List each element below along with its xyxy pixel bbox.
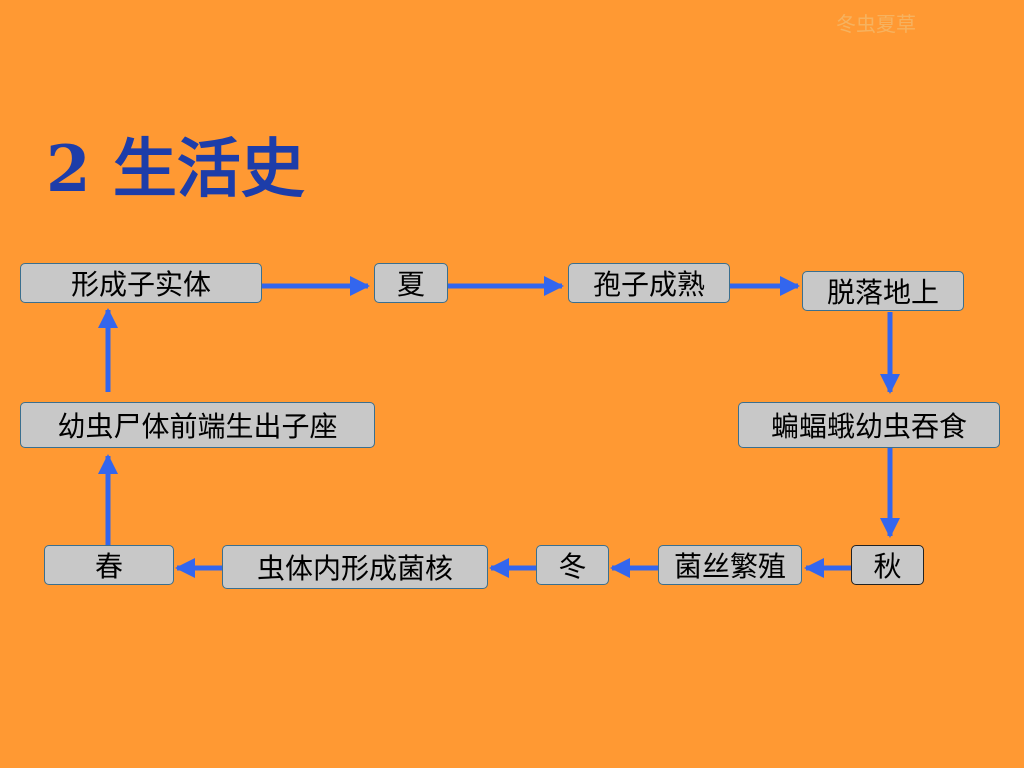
node-form-fruiting-body: 形成子实体 [20, 263, 262, 303]
node-spores-mature: 孢子成熟 [568, 263, 730, 303]
page-title: 2 生活史 [46, 132, 305, 207]
node-stroma-grows: 幼虫尸体前端生出子座 [20, 402, 375, 448]
node-spring: 春 [44, 545, 174, 585]
node-autumn: 秋 [851, 545, 924, 585]
header-tag: 冬虫夏草 [836, 12, 916, 36]
node-larva-ingests: 蝙蝠蛾幼虫吞食 [738, 402, 1000, 448]
node-mycelium-reproduce: 菌丝繁殖 [658, 545, 802, 585]
node-sclerotium-forms: 虫体内形成菌核 [222, 545, 488, 589]
node-summer: 夏 [374, 263, 448, 303]
node-fall-to-ground: 脱落地上 [802, 271, 964, 311]
node-winter: 冬 [536, 545, 609, 585]
